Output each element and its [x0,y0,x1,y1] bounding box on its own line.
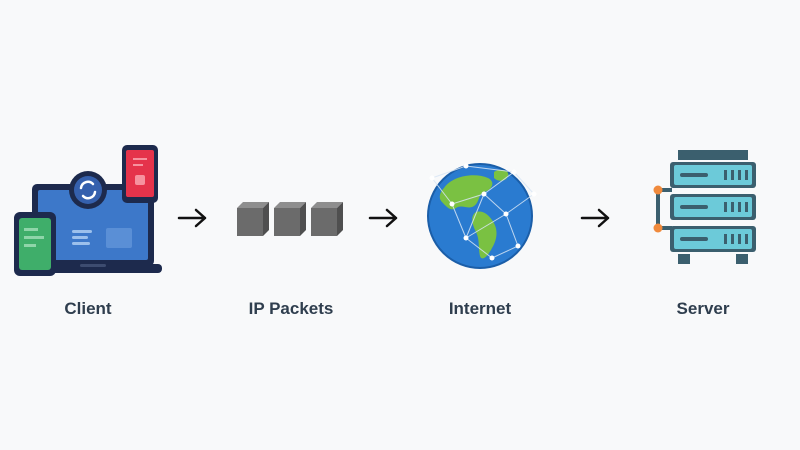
arrow-right-icon [580,208,610,228]
laptop-base [24,264,162,273]
server-unit [670,162,756,188]
globe-land [439,175,493,210]
network-nodes [429,163,537,261]
packet-cube [237,202,269,236]
network-links [431,165,535,259]
packet-cubes-icon [237,202,343,236]
globe-network-icon [427,163,537,269]
arrow-right-icon [368,208,398,228]
server-rack-icon [653,150,756,264]
node-label-server: Server [676,299,730,318]
arrow-right-icon [177,208,207,228]
node-label-client: Client [64,299,112,318]
server-connector [653,185,663,195]
packet-cube [274,202,306,236]
tablet-screen [126,150,154,197]
server-unit [670,194,756,220]
node-label-internet: Internet [448,299,512,318]
server-unit [670,226,756,252]
node-label-ip-packets: IP Packets [248,299,334,318]
client-devices-icon [14,145,162,276]
packet-cube [311,202,343,236]
server-connector [653,223,663,233]
